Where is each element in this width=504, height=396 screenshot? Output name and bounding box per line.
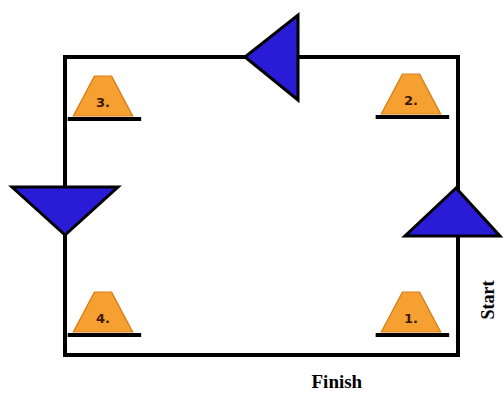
start-label: Start: [478, 281, 496, 320]
cone-base: [376, 333, 450, 337]
callout-number: 4.: [62, 312, 144, 325]
traffic-cone: 1.: [370, 290, 452, 340]
course-path: [65, 57, 458, 355]
cone-base: [68, 333, 142, 337]
callout-number: 3.: [62, 96, 144, 109]
traffic-cone: 3.: [62, 74, 144, 124]
traffic-cone: 2.: [370, 72, 452, 122]
callout-number: 1.: [370, 312, 452, 325]
direction-arrow: [12, 187, 118, 235]
finish-label: Finish: [312, 372, 363, 391]
callout-number: 2.: [370, 94, 452, 107]
cone-base: [68, 117, 142, 121]
traffic-cone: 4.: [62, 290, 144, 340]
cone-base: [376, 115, 450, 119]
direction-arrow: [245, 15, 298, 100]
direction-arrow: [405, 188, 500, 236]
